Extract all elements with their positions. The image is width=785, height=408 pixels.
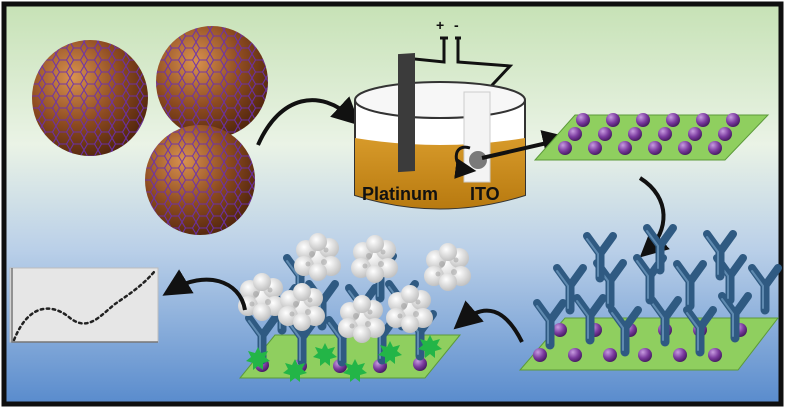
minus-sign: - <box>454 17 459 33</box>
platinum-electrode <box>398 52 415 173</box>
plus-sign: + <box>436 17 444 33</box>
electrochemical-cell: + - Platinum ITO <box>354 17 526 210</box>
arrow-left-bottom <box>453 300 524 343</box>
arrow-down <box>638 176 670 258</box>
signal-plot <box>9 267 159 343</box>
antibody-electrode <box>518 228 778 371</box>
arrow-to-electrode <box>481 130 571 160</box>
graphene-coated-nanoparticles <box>32 26 268 235</box>
nanoparticle-2 <box>156 26 268 138</box>
arrow-to-plot <box>162 269 247 311</box>
antigen-electrode <box>238 233 471 382</box>
nanoparticle-3 <box>145 125 255 235</box>
gold-dots <box>558 113 740 155</box>
decorated-electrode <box>533 113 770 161</box>
label-ito: ITO <box>470 184 500 204</box>
nanoparticle-1 <box>32 40 148 156</box>
label-platinum: Platinum <box>362 184 438 204</box>
arrow-to-cell <box>256 96 361 146</box>
